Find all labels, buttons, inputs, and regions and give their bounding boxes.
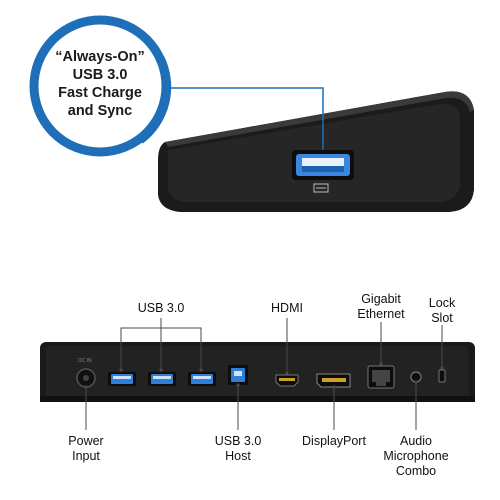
- label-power-input: Power Input: [58, 434, 114, 464]
- ethernet-port: [367, 365, 395, 389]
- usb30-port-1: [108, 372, 136, 386]
- callout-line-2: USB 3.0: [72, 67, 128, 83]
- dock-rear-view: [40, 342, 475, 402]
- label-usb-host-line-2: Host: [225, 449, 251, 463]
- label-displayport: DisplayPort: [302, 434, 366, 448]
- callout-line-1: “Always-On”: [55, 49, 145, 65]
- usb30-port-2: [148, 372, 176, 386]
- label-usb-host-line-1: USB 3.0: [214, 434, 262, 448]
- label-lock-line-1: Lock: [428, 296, 456, 310]
- label-audio-line-1: Audio: [400, 434, 432, 448]
- label-usb-host: USB 3.0 Host: [208, 434, 268, 464]
- label-lock-line-2: Slot: [431, 311, 453, 325]
- label-gigabit-ethernet: Gigabit Ethernet: [346, 292, 416, 322]
- callout-line-3: Fast Charge: [58, 85, 142, 101]
- label-audio-mic-combo: Audio Microphone Combo: [380, 434, 452, 479]
- svg-text:DC IN: DC IN: [78, 358, 92, 364]
- callout-line-4: and Sync: [67, 103, 133, 119]
- hdmi-port: [275, 374, 299, 387]
- label-gigabit-line-2: Ethernet: [357, 307, 405, 321]
- label-audio-line-3: Combo: [395, 464, 437, 478]
- label-lock-slot: Lock Slot: [422, 296, 462, 326]
- label-usb30: USB 3.0: [137, 301, 185, 315]
- label-gigabit-line-1: Gigabit: [361, 292, 401, 306]
- leader-lines: [85, 318, 443, 430]
- displayport-port: [316, 373, 351, 388]
- usb30-port-3: [188, 372, 216, 386]
- label-hdmi: HDMI: [271, 301, 303, 315]
- callout-badge: [29, 15, 324, 157]
- callout-text: “Always-On” USB 3.0 Fast Charge and Sync: [40, 48, 160, 120]
- label-power-line-2: Input: [72, 449, 100, 463]
- label-power-line-1: Power: [68, 434, 104, 448]
- always-on-usb-port: [292, 150, 354, 180]
- usb-ss-charge-icon: [313, 183, 329, 193]
- usb-host-port: [228, 365, 248, 385]
- lock-slot: [438, 369, 446, 383]
- label-audio-line-2: Microphone: [383, 449, 449, 463]
